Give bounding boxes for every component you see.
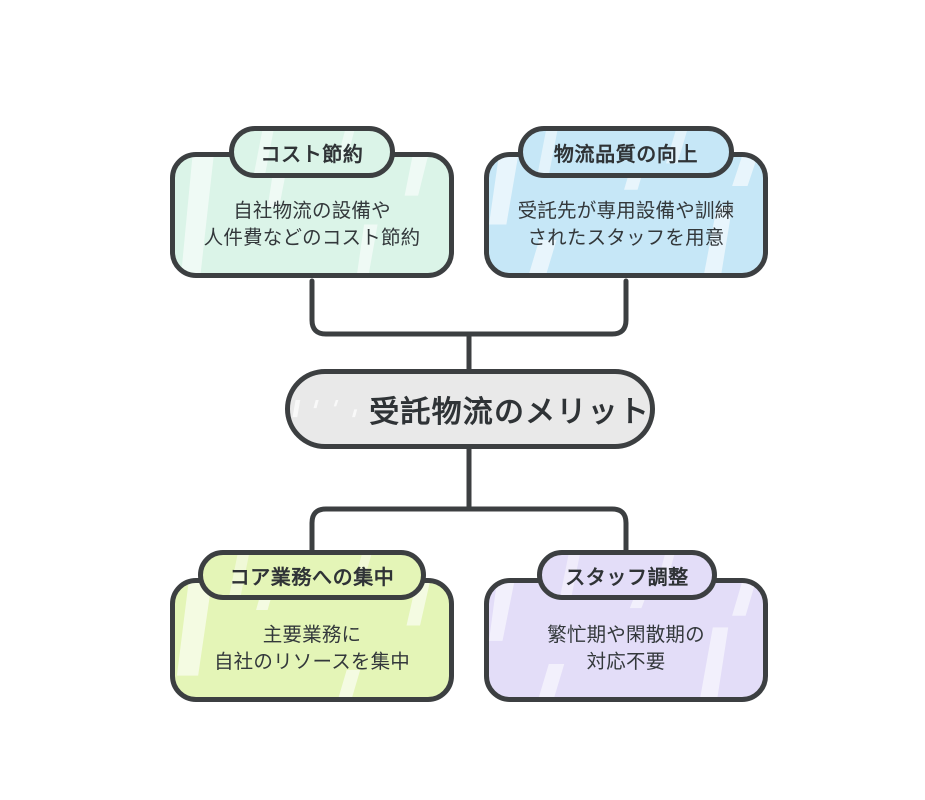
node-body-cost-saving: 自社物流の設備や 人件費などのコスト節約 — [203, 199, 421, 250]
center-node[interactable]: 受託物流のメリット — [285, 369, 655, 449]
node-title-label-core-business-focus: コア業務への集中 — [229, 566, 395, 589]
node-body-core-business-focus: 主要業務に 自社のリソースを集中 — [213, 623, 411, 674]
node-title-pill-core-business-focus[interactable]: コア業務への集中 — [198, 550, 426, 600]
node-title-pill-cost-saving[interactable]: コスト節約 — [229, 126, 395, 178]
node-title-label-cost-saving: コスト節約 — [260, 143, 364, 166]
node-title-label-logistics-quality: 物流品質の向上 — [553, 143, 699, 166]
marker-streaks — [292, 400, 358, 418]
center-node-label: 受託物流のメリット — [369, 396, 650, 429]
node-title-pill-logistics-quality[interactable]: 物流品質の向上 — [518, 126, 734, 178]
connector-top-bracket — [309, 278, 629, 337]
node-title-pill-staff-adjustment[interactable]: スタッフ調整 — [537, 550, 717, 600]
node-title-label-staff-adjustment: スタッフ調整 — [565, 566, 689, 589]
node-body-staff-adjustment: 繁忙期や閑散期の 対応不要 — [547, 623, 705, 674]
node-body-logistics-quality: 受託先が専用設備や訓練 されたスタッフを用意 — [517, 199, 735, 250]
